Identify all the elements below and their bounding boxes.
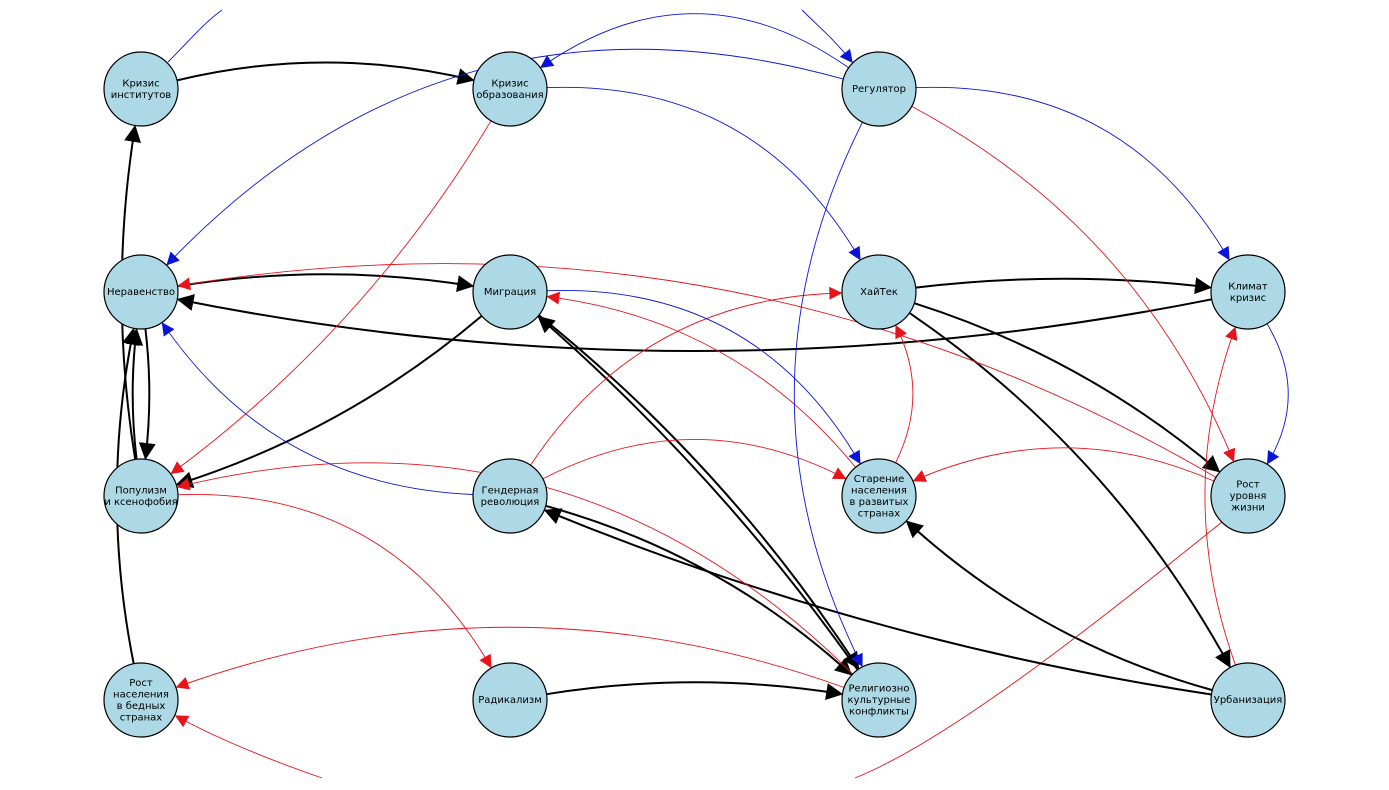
node-climate-circle — [1210, 254, 1286, 330]
node-migration: Миграция — [472, 254, 548, 330]
node-radicalism-circle — [472, 662, 548, 738]
edge-regulator-to-living — [911, 106, 1236, 463]
edge-aging-to-hitech — [895, 324, 914, 464]
edge-living-to-inequality — [177, 263, 1217, 478]
edge-offscreen-crisis-inst — [167, 9, 223, 63]
edge-climate-to-living — [1266, 323, 1289, 465]
edge-crisis_edu-to-hitech — [546, 86, 861, 261]
node-crisis_inst-circle — [103, 51, 179, 127]
edge-crisis_edu-to-populism — [170, 120, 492, 475]
node-aging-circle — [841, 458, 917, 534]
node-religion-circle — [841, 662, 917, 738]
edge-regulator-to-climate — [915, 86, 1230, 261]
edge-inequality-to-populism — [138, 328, 156, 460]
node-popgrowth-circle — [103, 662, 179, 738]
edge-gender-to-hitech — [530, 286, 843, 466]
edge-regulator-to-inequality — [166, 48, 844, 266]
edges-layer — [115, 9, 1289, 779]
edge-aging-to-migration — [546, 291, 856, 468]
node-urban-circle — [1210, 662, 1286, 738]
edge-hitech-to-urban — [908, 312, 1231, 669]
node-inequality-label: Неравенство — [107, 287, 175, 298]
node-migration-circle — [472, 254, 548, 330]
edge-climate-to-inequality — [176, 294, 1212, 353]
edge-religion-to-popgrowth — [175, 626, 845, 690]
node-regulator-circle — [841, 51, 917, 127]
node-regulator: Регулятор — [841, 51, 917, 127]
edge-offscreen-regulator — [801, 9, 853, 64]
edge-urban-to-climate — [1204, 326, 1238, 666]
edge-regulator-to-crisis_edu — [540, 13, 849, 69]
edge-regulator-to-religion — [793, 121, 863, 668]
node-urban: Урбанизация — [1210, 662, 1286, 738]
node-crisis_edu-circle — [472, 51, 548, 127]
edge-crisis_inst-to-crisis_edu — [176, 61, 475, 85]
edge-living-to-aging — [912, 447, 1215, 482]
edge-religion-to-migration — [537, 315, 859, 671]
edge-urban-to-aging — [905, 520, 1213, 692]
edge-offscreen-popgrowth — [174, 715, 323, 779]
edge-populism-to-inequality — [126, 328, 144, 460]
edge-gender-to-inequality — [161, 322, 474, 495]
node-inequality-circle — [103, 254, 179, 330]
edge-gender-to-aging — [542, 439, 847, 480]
edge-migration-to-aging — [546, 289, 861, 465]
edge-inequality-to-migration — [177, 273, 475, 292]
node-hitech-circle — [841, 254, 917, 330]
node-radicalism-label: Радикализм — [478, 695, 542, 706]
edge-populism-to-radicalism — [177, 493, 492, 669]
edge-migration-to-populism — [175, 315, 483, 488]
node-gender-circle — [472, 458, 548, 534]
edge-offscreen-living — [854, 521, 1223, 779]
node-hitech: ХайТек — [841, 254, 917, 330]
edge-hitech-to-climate — [915, 277, 1212, 295]
edge-urban-to-gender — [543, 508, 1212, 696]
node-populism-circle — [103, 458, 179, 534]
node-living-circle — [1210, 458, 1286, 534]
node-regulator-label: Регулятор — [852, 84, 906, 95]
edge-hitech-to-living — [913, 302, 1221, 473]
node-urban-label: Урбанизация — [1214, 695, 1283, 706]
edge-radicalism-to-religion — [546, 681, 844, 700]
node-hitech-label: ХайТек — [860, 287, 898, 298]
node-migration-label: Миграция — [484, 287, 536, 298]
edge-migration-to-religion — [538, 314, 860, 670]
node-radicalism: Радикализм — [472, 662, 548, 738]
node-inequality: Неравенство — [103, 254, 179, 330]
